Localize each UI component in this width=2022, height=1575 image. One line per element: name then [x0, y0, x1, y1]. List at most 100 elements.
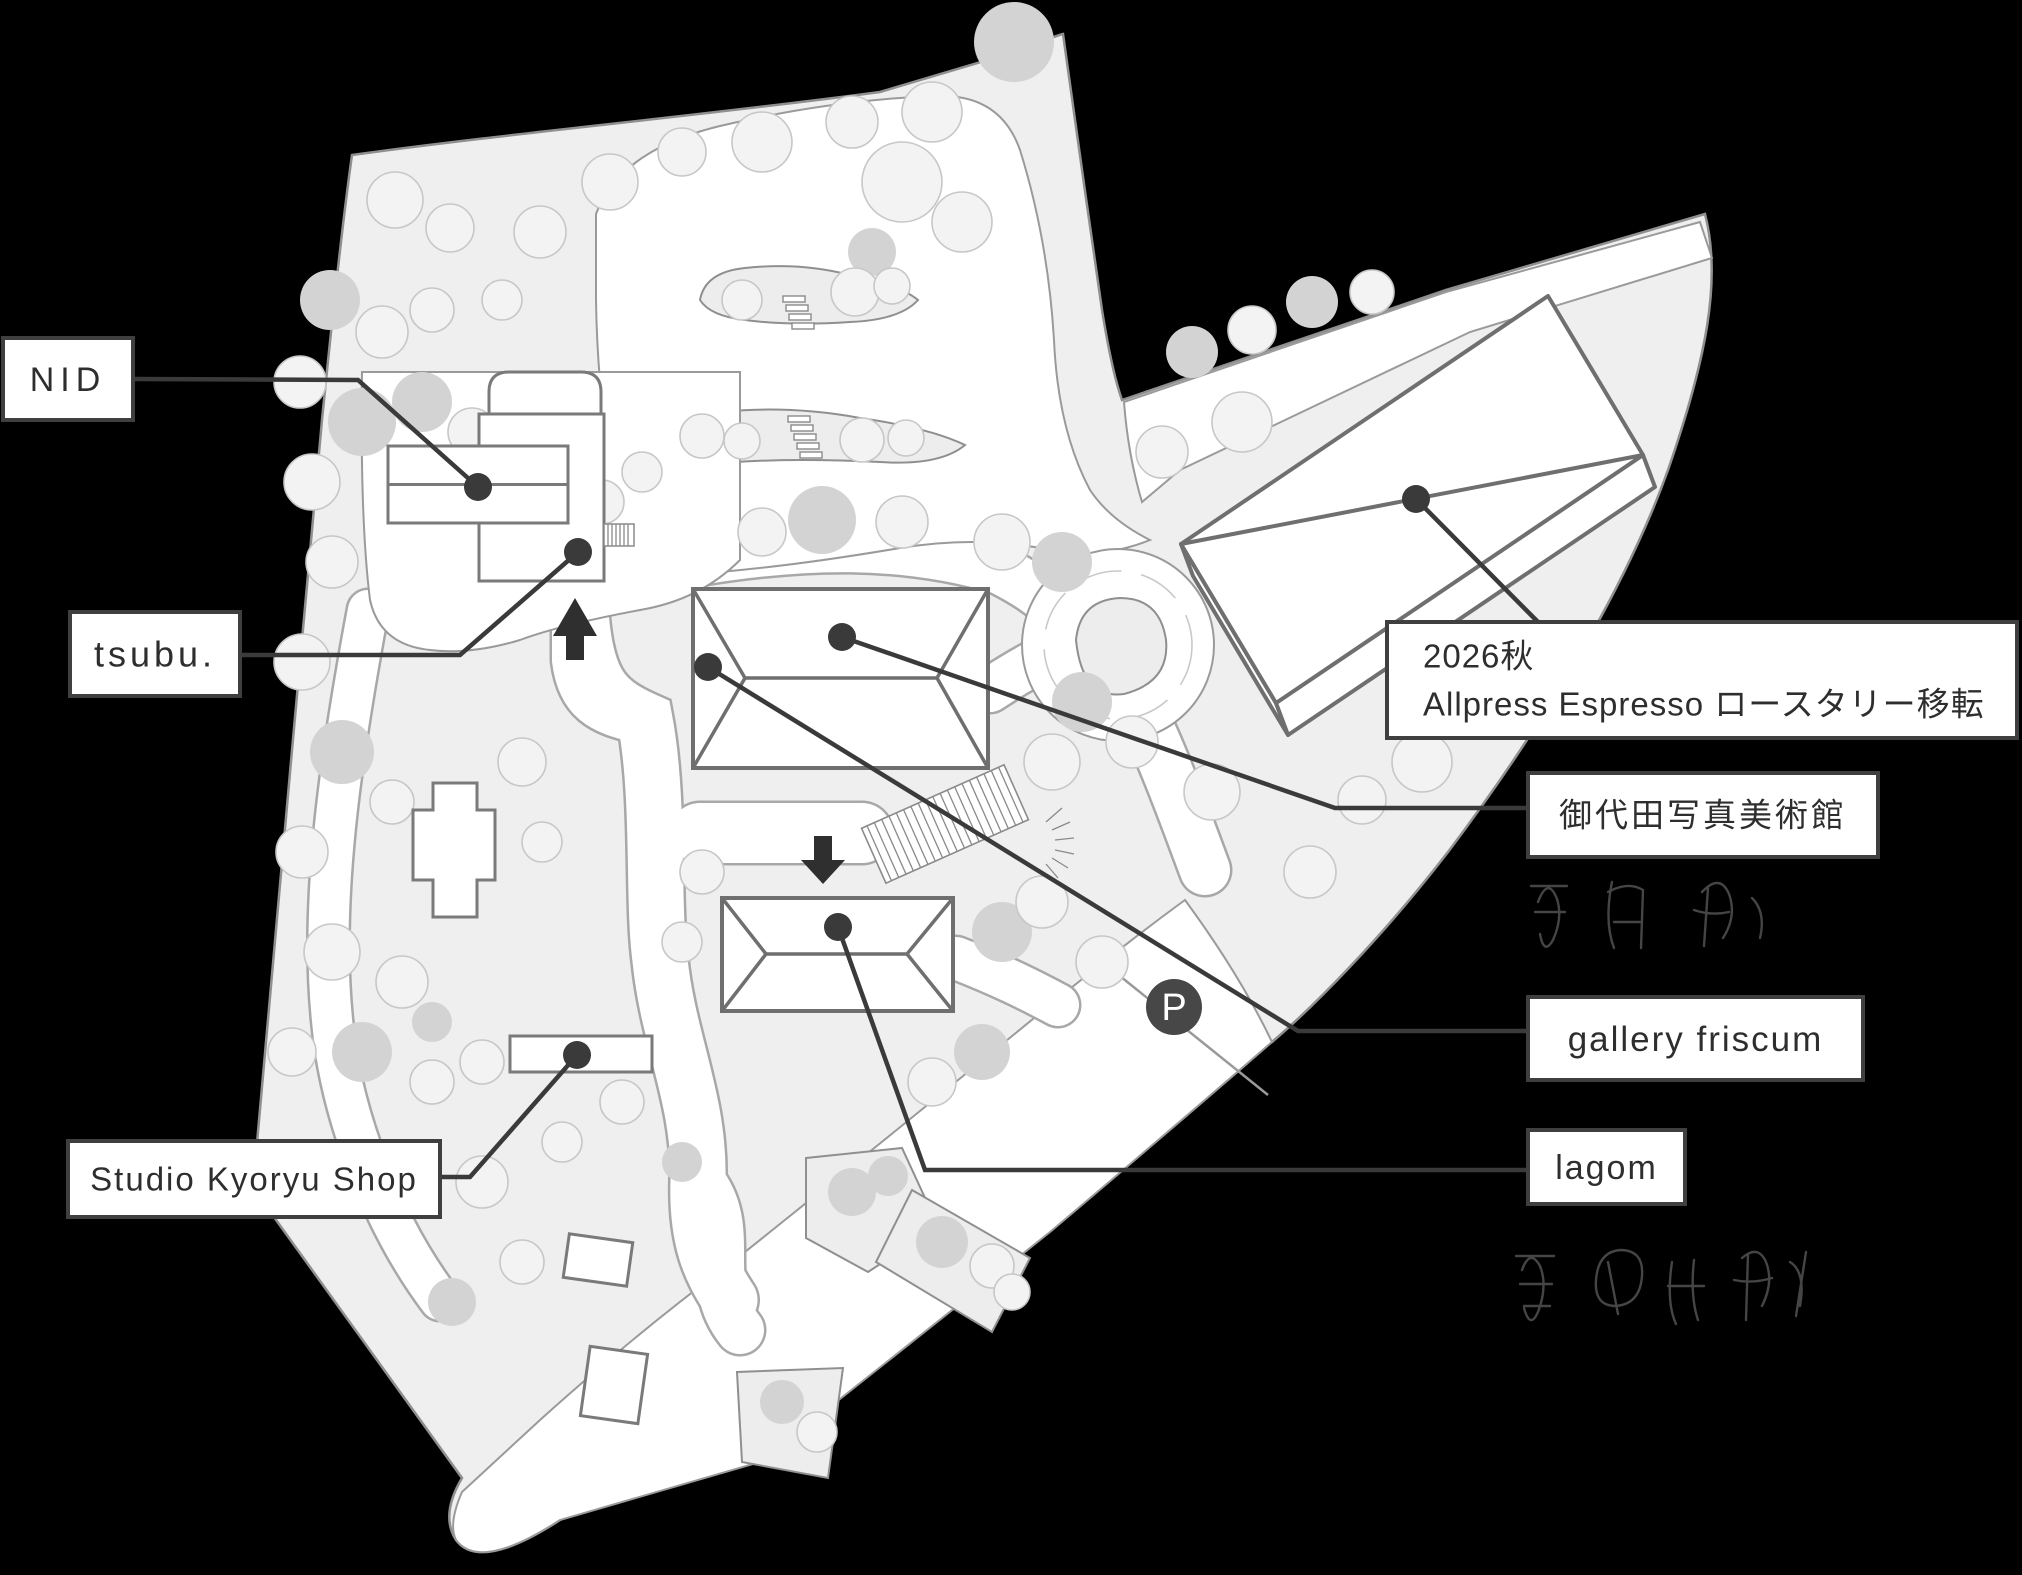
tree-icon: [973, 513, 1031, 571]
tree-icon: [409, 1059, 455, 1105]
label-text-miyota-museum: 御代田写真美術館: [1559, 797, 1847, 834]
tree-icon: [332, 1022, 392, 1082]
building-south-2: [578, 1344, 650, 1426]
tree-icon: [907, 1057, 957, 1107]
tree-icon: [1023, 733, 1081, 791]
label-box-tsubu: [68, 610, 242, 698]
stepped-ramp: [860, 763, 1075, 885]
tree-icon: [825, 95, 879, 149]
tree-icon: [916, 1216, 968, 1268]
tree-icon: [409, 287, 455, 333]
building-cross-plan: [411, 781, 497, 919]
map-marker-tsubu: [564, 538, 592, 566]
tree-icon: [723, 422, 761, 460]
tree-icon: [369, 779, 415, 825]
label-allpress: 2026秋 Allpress Espresso ロースタリー移転: [1385, 620, 2019, 740]
leader-line-miyota-museum: [841, 634, 1528, 811]
label-box-lagom: [1526, 1128, 1687, 1206]
tree-icon: [1286, 276, 1338, 328]
tree-icon: [830, 267, 880, 317]
tree-icon: [375, 955, 429, 1009]
tree-icon: [328, 388, 396, 456]
label-text-nid: NID: [30, 361, 107, 399]
tree-icon: [796, 1411, 838, 1453]
tree-icon: [275, 825, 329, 879]
labels-layer: NID tsubu. Studio Kyoryu Shop 2026秋 Allpress…: [1, 336, 2019, 1219]
building-south-1: [561, 1232, 635, 1288]
tree-icon: [366, 171, 424, 229]
leader-line-lagom: [835, 926, 1528, 1173]
label-text-gallery-friscum: gallery friscum: [1568, 1020, 1824, 1059]
leader-line-nid: [132, 376, 480, 489]
tree-icon: [1337, 775, 1387, 825]
tree-icon: [521, 821, 563, 863]
label-tsubu: tsubu.: [68, 610, 242, 698]
tree-icon: [273, 633, 331, 691]
tree-icon: [861, 141, 943, 223]
label-text-allpress: Allpress Espresso ロースタリー移転: [1423, 686, 1985, 723]
tree-icon: [679, 849, 725, 895]
tree-icon: [459, 1039, 505, 1085]
down-arrow-icon: [801, 836, 845, 884]
tree-icon: [1032, 532, 1092, 592]
tree-icon: [497, 737, 547, 787]
label-miyota-museum: 御代田写真美術館: [1526, 771, 1880, 859]
tree-icon: [974, 2, 1054, 82]
tsubu-stairs: [603, 523, 635, 547]
handwriting-annotation-2: [1514, 1248, 1808, 1326]
tree-icon: [1075, 935, 1129, 989]
tree-icon: [283, 453, 341, 511]
tree-icon: [972, 902, 1032, 962]
tree-icon: [721, 279, 763, 321]
tree-icon: [828, 1168, 876, 1216]
label-box-nid: [1, 336, 135, 422]
label-studio-kyoryu-shop: Studio Kyoryu Shop: [66, 1139, 442, 1219]
tree-icon: [300, 270, 360, 330]
leader-line-tsubu: [240, 550, 580, 658]
tree-icon: [1211, 391, 1273, 453]
map-marker-miyota-museum: [828, 623, 856, 651]
label-nid: NID: [1, 336, 135, 422]
tree-icon: [425, 203, 475, 253]
tree-icon: [267, 1027, 317, 1077]
label-box-studio-kyoryu-shop: [66, 1139, 442, 1219]
tree-icon: [621, 451, 663, 493]
label-text-allpress: 2026秋: [1423, 638, 1534, 675]
tree-icon: [581, 153, 639, 211]
tree-icon: [875, 495, 929, 549]
label-box-gallery-friscum: [1526, 995, 1865, 1082]
tsubu-annex: [487, 370, 603, 420]
tree-icon: [1015, 875, 1069, 929]
label-box-allpress: [1385, 620, 2019, 740]
plaza-steps: [782, 295, 823, 459]
tree-icon: [887, 419, 925, 457]
tree-icon: [1166, 326, 1218, 378]
label-text-studio-kyoryu-shop: Studio Kyoryu Shop: [90, 1161, 418, 1198]
tree-icon: [481, 279, 523, 321]
tree-icon: [428, 1278, 476, 1326]
tree-icon: [839, 417, 885, 463]
leader-line-gallery-friscum: [706, 665, 1528, 1034]
map-marker-gallery-friscum: [694, 653, 722, 681]
tree-icon: [788, 486, 856, 554]
label-gallery-friscum: gallery friscum: [1526, 995, 1865, 1082]
label-text-lagom: lagom: [1555, 1149, 1658, 1187]
tree-icon: [1227, 305, 1277, 355]
label-text-tsubu: tsubu.: [94, 634, 216, 675]
map-marker-allpress: [1402, 485, 1430, 513]
map-marker-nid: [464, 473, 492, 501]
tree-icon: [661, 921, 703, 963]
tree-icon: [455, 1155, 509, 1209]
tree-icon: [679, 413, 725, 459]
tree-icon: [513, 205, 567, 259]
tree-icon: [657, 127, 707, 177]
tree-icon: [310, 720, 374, 784]
tree-icon: [737, 507, 787, 557]
handwriting-annotation-1: [1529, 880, 1763, 950]
tree-icon: [392, 372, 452, 432]
label-lagom: lagom: [1526, 1128, 1687, 1206]
tree-icon: [1105, 715, 1159, 769]
tree-icon: [873, 267, 911, 305]
